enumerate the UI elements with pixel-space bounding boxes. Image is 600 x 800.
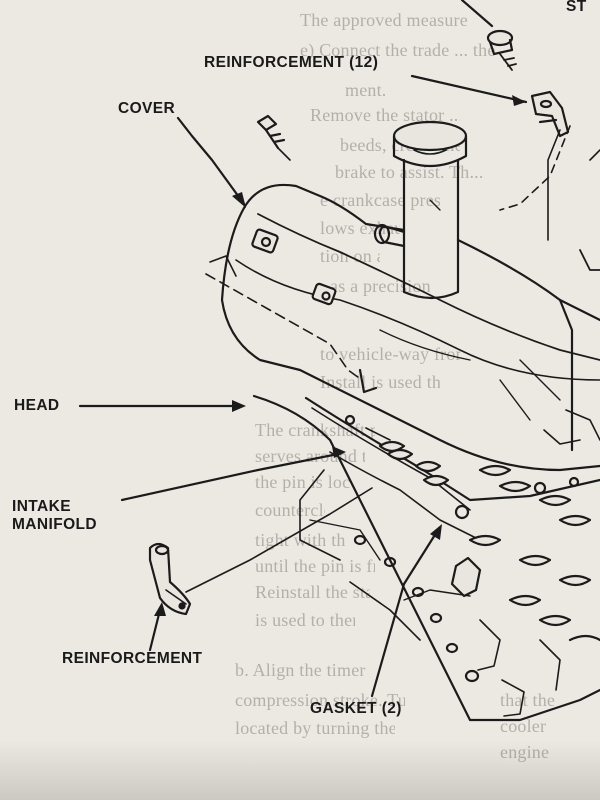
gasket-leader xyxy=(370,582,406,698)
cylinder-head-icon xyxy=(252,394,600,722)
reinforcement-bracket-icon xyxy=(148,542,192,616)
label-reinforcement-12: REINFORCEMENT (12) xyxy=(204,54,379,71)
reinforcement-clip-icon xyxy=(530,90,570,138)
oil-filler-tube-icon xyxy=(373,120,468,300)
bleed-line: until the pin is from the xyxy=(255,556,375,576)
reinforcement-12-leader xyxy=(410,74,528,104)
bleed-line: the pin is located at 90 deg xyxy=(255,472,350,492)
bleed-line: engine xyxy=(500,742,550,762)
label-gasket-2: GASKET (2) xyxy=(310,700,402,717)
label-reinforcement: REINFORCEMENT xyxy=(62,650,203,667)
bleed-line: The crankshaft pulley xyxy=(255,420,375,440)
bleed-line: is used to then s xyxy=(255,610,355,630)
bleed-line: e) Connect the trade ... the xyxy=(300,40,496,60)
bleed-line: Reinstall the stator as xyxy=(255,582,370,602)
label-st: ST xyxy=(566,0,587,15)
label-cover: COVER xyxy=(118,100,176,117)
gasket-icon xyxy=(304,396,600,520)
bleed-line: located by turning the fly xyxy=(235,718,395,738)
bleed-line: The approved measure xyxy=(300,10,468,30)
intake-manifold-leader xyxy=(120,452,340,502)
valve-cover-icon xyxy=(209,183,600,472)
bleed-line: e crankcase pressure... xyxy=(320,190,440,210)
bleed-line: counterclockwise. Tur xyxy=(255,500,325,520)
stud-bolt-icon xyxy=(256,114,291,161)
bleed-line: Remove the stator ... xyxy=(310,105,460,125)
label-intake-manifold: INTAKE MANIFOLD xyxy=(12,498,97,533)
cover-leader xyxy=(176,116,246,206)
label-head: HEAD xyxy=(14,397,60,414)
reinforcement-leader xyxy=(148,608,162,652)
bleed-line: b. Align the timer xyxy=(235,660,366,680)
bleed-line: brake to assist. Th... xyxy=(335,162,484,182)
bleed-line: ment. xyxy=(345,80,387,100)
bleed-line: that the xyxy=(500,690,556,710)
bleed-line: compression stroke. Turn xyxy=(235,690,405,710)
top-bolt-icon xyxy=(460,0,517,71)
cover-fastener-icon xyxy=(251,228,337,306)
bleed-line: Install is used the p xyxy=(320,372,440,392)
valve-train-icon xyxy=(378,409,600,642)
